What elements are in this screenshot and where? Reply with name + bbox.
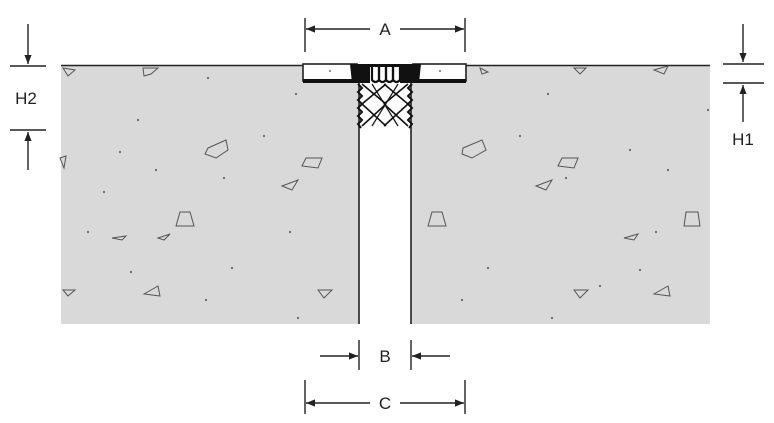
- left-concrete-slab: [61, 66, 359, 324]
- dimension-c-label: C: [379, 394, 391, 413]
- aggregate-speck: [486, 266, 490, 270]
- aggregate-speck: [518, 134, 522, 138]
- seal-top-band: [369, 64, 401, 67]
- aggregate-speck: [598, 284, 602, 288]
- right-rail: [411, 63, 467, 83]
- aggregate-stone: [623, 233, 640, 241]
- aggregate-speck: [118, 150, 122, 154]
- aggregate-speck: [206, 76, 210, 80]
- dimension-c: C: [304, 380, 466, 414]
- seal-web-strand: [371, 83, 399, 127]
- aggregate-stone: [572, 67, 588, 75]
- aggregate-stone: [479, 67, 490, 75]
- aggregate-stone: [534, 179, 554, 191]
- aggregate-stone: [317, 289, 334, 299]
- aggregate-stone: [111, 235, 128, 241]
- aggregate-stone: [573, 289, 590, 299]
- seal-left-leg: [356, 83, 364, 129]
- aggregate-speck: [222, 176, 226, 180]
- aggregate-stone: [652, 285, 671, 297]
- aggregate-stone: [156, 233, 171, 241]
- aggregate-speck: [129, 270, 133, 274]
- dimension-h2-label: H2: [15, 89, 37, 108]
- aggregate-speck: [564, 176, 568, 180]
- aggregate-stone: [280, 179, 300, 191]
- aggregate-speck: [136, 118, 140, 122]
- aggregate-speck: [288, 230, 292, 234]
- aggregate-stone: [427, 211, 447, 227]
- aggregate-speck: [460, 298, 464, 302]
- seal-web-strand: [361, 83, 387, 105]
- aggregate-speck: [638, 268, 642, 272]
- aggregate-stone: [59, 155, 67, 170]
- aggregate-speck: [204, 298, 208, 302]
- aggregate-pattern: [59, 65, 710, 320]
- aggregate-speck: [654, 230, 658, 234]
- dimension-a: A: [304, 18, 466, 52]
- aggregate-stone: [461, 139, 487, 159]
- dimension-h1: H1: [723, 24, 764, 149]
- aggregate-stone: [142, 285, 161, 297]
- aggregate-speck: [550, 316, 554, 320]
- dimension-h1-label: H1: [732, 130, 754, 149]
- aggregate-speck: [546, 92, 550, 96]
- seal-fold: [391, 66, 402, 84]
- dimension-b-label: B: [379, 347, 390, 366]
- seal-right-leg: [406, 83, 414, 129]
- aggregate-stone: [61, 289, 77, 297]
- seal-web-strand: [361, 103, 387, 127]
- aggregate-stone: [557, 157, 579, 169]
- dimension-b: B: [320, 340, 450, 370]
- aggregate-speck: [230, 266, 234, 270]
- aggregate-speck: [102, 190, 106, 194]
- aggregate-speck: [666, 168, 670, 172]
- dimension-h2: H2: [10, 24, 46, 170]
- aggregate-stone: [204, 139, 229, 159]
- aggregate-stone: [652, 65, 669, 75]
- aggregate-speck: [296, 316, 300, 320]
- seal-web: [356, 83, 414, 129]
- seal-clamps: [350, 64, 421, 83]
- aggregate-stone: [61, 67, 77, 77]
- aggregate-speck: [262, 134, 266, 138]
- dimension-a-label: A: [379, 20, 391, 39]
- aggregate-speck: [294, 92, 298, 96]
- aggregate-speck: [86, 230, 90, 234]
- aggregate-stone: [683, 211, 701, 227]
- seal-web-strand: [383, 103, 409, 127]
- aggregate-speck: [628, 148, 632, 152]
- aggregate-speck: [706, 108, 710, 112]
- aggregate-speck: [154, 168, 158, 172]
- aggregate-stone: [142, 67, 160, 77]
- right-concrete-slab: [411, 66, 710, 324]
- aggregate-stone: [301, 157, 323, 169]
- seal-folds: [369, 64, 402, 84]
- aggregate-stone: [175, 211, 195, 227]
